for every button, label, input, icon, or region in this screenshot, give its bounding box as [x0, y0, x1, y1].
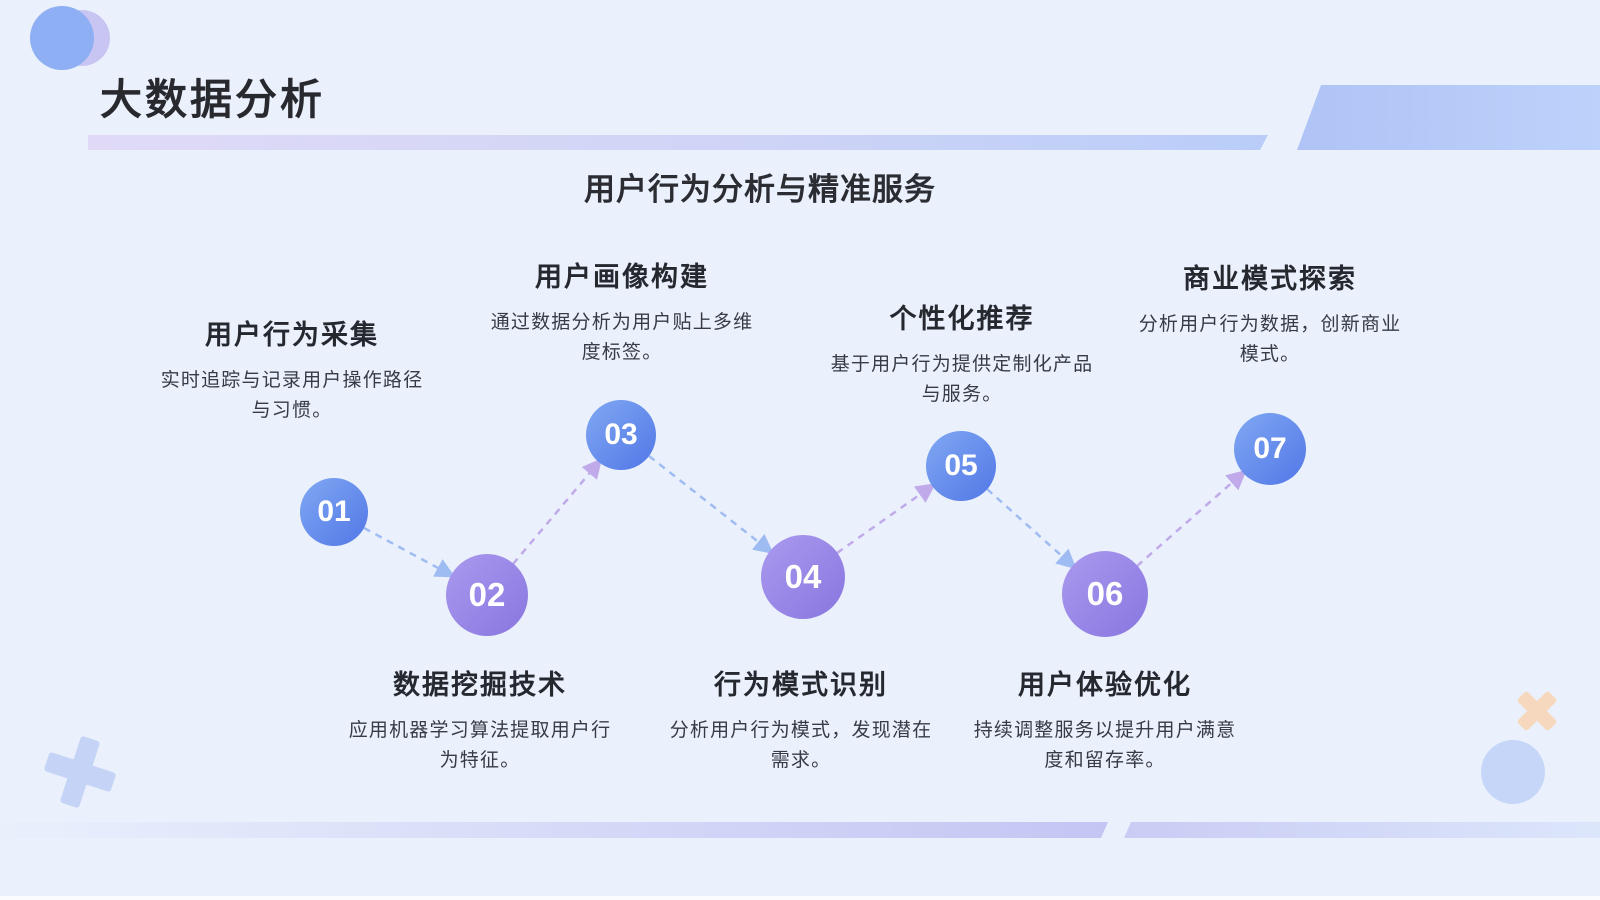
step-title-02: 数据挖掘技术: [393, 670, 567, 700]
deco-bottom-bar-right: [1124, 822, 1600, 838]
arrow-02-03: [512, 458, 603, 565]
step-node-03: 03: [586, 400, 656, 470]
step-block-06: 用户体验优化 持续调整服务以提升用户满意度和留存率。: [969, 667, 1241, 776]
step-node-01: 01: [300, 478, 368, 546]
arrow-04-05: [836, 483, 937, 555]
deco-bottom-bar-left: [0, 822, 1108, 838]
step-desc-07: 分析用户行为数据，创新商业模式。: [1138, 314, 1402, 365]
arrow-06-07: [1136, 469, 1247, 567]
step-block-01: 用户行为采集 实时追踪与记录用户操作路径与习惯。: [156, 317, 428, 426]
slide-subtitle: 用户行为分析与精准服务: [584, 172, 936, 207]
step-desc-04: 分析用户行为模式，发现潜在需求。: [669, 720, 933, 771]
deco-circle-blue-icon: [30, 6, 94, 70]
step-block-04: 行为模式识别 分析用户行为模式，发现潜在需求。: [665, 667, 937, 776]
deco-circle-bottom-right-icon: [1481, 740, 1545, 804]
step-title-07: 商业模式探索: [1183, 264, 1357, 294]
step-desc-03: 通过数据分析为用户贴上多维度标签。: [490, 312, 754, 363]
step-block-02: 数据挖掘技术 应用机器学习算法提取用户行为特征。: [344, 667, 616, 776]
step-node-06: 06: [1062, 551, 1148, 637]
step-block-05: 个性化推荐 基于用户行为提供定制化产品与服务。: [826, 301, 1098, 410]
step-title-04: 行为模式识别: [714, 670, 888, 700]
plus-icon: [36, 728, 124, 816]
step-desc-01: 实时追踪与记录用户操作路径与习惯。: [160, 370, 424, 421]
step-title-06: 用户体验优化: [1018, 670, 1192, 700]
step-node-02: 02: [446, 554, 528, 636]
page-title: 大数据分析: [100, 76, 326, 123]
step-title-05: 个性化推荐: [889, 304, 1035, 334]
step-title-01: 用户行为采集: [205, 320, 379, 350]
step-desc-02: 应用机器学习算法提取用户行为特征。: [348, 720, 612, 771]
bottom-edge-strip: [0, 896, 1600, 900]
step-desc-05: 基于用户行为提供定制化产品与服务。: [830, 354, 1094, 405]
arrow-05-06: [986, 488, 1077, 570]
deco-parallelogram: [1297, 85, 1600, 150]
title-underline-bar: [88, 135, 1268, 150]
arrow-01-02: [363, 526, 456, 578]
arrow-03-04: [648, 455, 774, 555]
step-desc-06: 持续调整服务以提升用户满意度和留存率。: [973, 720, 1237, 771]
cross-icon: [1506, 680, 1568, 742]
step-node-05: 05: [926, 431, 996, 501]
step-title-03: 用户画像构建: [535, 262, 709, 292]
step-block-07: 商业模式探索 分析用户行为数据，创新商业模式。: [1134, 261, 1406, 370]
step-node-07: 07: [1234, 413, 1306, 485]
step-block-03: 用户画像构建 通过数据分析为用户贴上多维度标签。: [486, 259, 758, 368]
step-node-04: 04: [761, 535, 845, 619]
